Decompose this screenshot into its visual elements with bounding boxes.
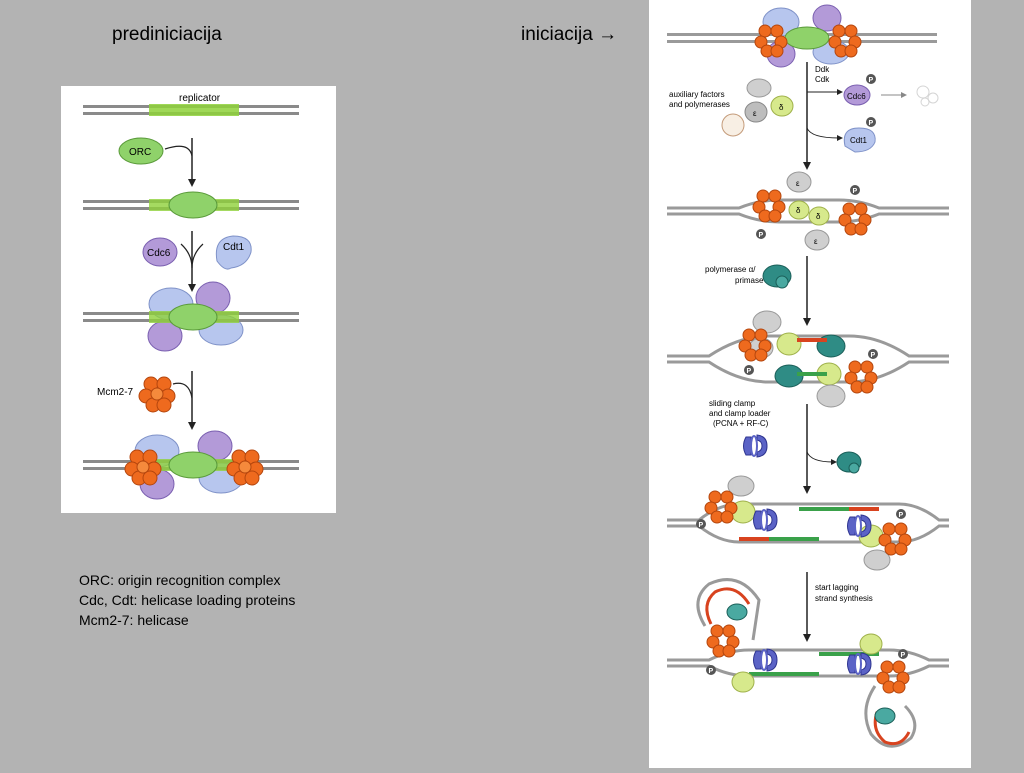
initiation-diagram: P Ddk Cdk auxiliary factors and polymera <box>667 4 949 748</box>
heading-prediniciacija: prediniciacija <box>112 24 222 45</box>
degraded-protein <box>916 85 939 107</box>
epsilon-label: ε <box>753 109 757 118</box>
licensed-origin <box>667 4 937 68</box>
legend-line-orc: ORC: origin recognition complex <box>79 572 281 588</box>
clamp-loaded-fork <box>667 475 949 571</box>
right-arrow-icon: → <box>598 24 618 45</box>
delta-label-2: δ <box>796 206 801 215</box>
step-arrow-2-head <box>188 284 196 292</box>
aux-label-2: and polymerases <box>669 100 730 109</box>
priming-bubble <box>667 310 949 408</box>
delta-label: δ <box>779 103 784 112</box>
init-arrow-1-head <box>803 162 811 170</box>
init-arrow-4-head <box>803 634 811 642</box>
phospho-cdc6: Cdc6 <box>843 74 876 106</box>
sliding-clamp <box>742 434 768 458</box>
pol-alpha-label-2: primase <box>735 276 764 285</box>
orc-label: ORC <box>129 147 151 158</box>
primase <box>762 264 792 289</box>
cdt1-protein: Cdt1 <box>215 235 252 270</box>
step-arrow-3-head <box>188 422 196 430</box>
preinitiation-diagram-panel: replicator ORC Cdc6 Cdt1 <box>61 86 336 513</box>
orc-bind-curve <box>164 145 193 157</box>
lagging-label-2: strand synthesis <box>815 594 873 603</box>
legend-line-mcm: Mcm2-7: helicase <box>79 612 189 628</box>
init-arrow-2-head <box>803 318 811 326</box>
cdt1-release-line <box>806 127 840 139</box>
orc-complex: ORC <box>118 137 164 165</box>
ddk-label: Ddk <box>815 65 830 74</box>
origin-unwinding: ε δ δ ε <box>667 171 949 251</box>
epsilon-label-2: ε <box>796 179 800 188</box>
heading-iniciacija-label: iniciacija <box>521 24 593 45</box>
step-arrow-1-head <box>188 179 196 187</box>
epsilon-label-3: ε <box>814 237 818 246</box>
primase-release-line <box>806 451 834 463</box>
dna-with-orc <box>83 191 299 219</box>
clamp-label-1: sliding clamp <box>709 399 756 408</box>
pol-alpha-label-1: polymerase α/ <box>705 265 756 274</box>
pre-replication-complex <box>83 430 299 500</box>
cdc6-release-head <box>837 89 843 95</box>
cdk-label: Cdk <box>815 75 830 84</box>
released-primase <box>836 451 862 474</box>
phospho-cdt1: Cdt1 <box>843 117 876 153</box>
clamp-label-3: (PCNA + RF-C) <box>713 419 769 428</box>
cdt1-label: Cdt1 <box>223 242 245 253</box>
degradation-head <box>901 92 907 98</box>
mcm-bind-curve <box>172 382 193 399</box>
cdc6-protein: Cdc6 <box>142 237 178 267</box>
clamp-label-2: and clamp loader <box>709 409 771 418</box>
mcm-label: Mcm2-7 <box>97 387 134 398</box>
legend-line-cdc: Cdc, Cdt: helicase loading proteins <box>79 592 296 608</box>
dna-replicator <box>83 104 299 116</box>
preinitiation-diagram: replicator ORC Cdc6 Cdt1 <box>83 93 299 500</box>
lagging-label-1: start lagging <box>815 583 859 592</box>
init-arrow-3-head <box>803 486 811 494</box>
cdt1-right-label: Cdt1 <box>850 136 867 145</box>
cdt1-release-head <box>837 135 843 141</box>
lagging-strand-fork <box>667 578 949 748</box>
replicator-label: replicator <box>179 93 221 104</box>
auxiliary-factors: ε δ <box>721 78 794 137</box>
heading-iniciacija: iniciacija → <box>521 24 617 46</box>
initiation-diagram-panel: P Ddk Cdk auxiliary factors and polymera <box>649 0 971 768</box>
aux-label-1: auxiliary factors <box>669 90 725 99</box>
delta-label-3: δ <box>816 212 821 221</box>
cdc6-label: Cdc6 <box>147 248 171 259</box>
dna-with-loading-factors <box>83 281 299 352</box>
primase-release-head <box>831 459 837 465</box>
mcm-helicase <box>138 376 176 413</box>
cdc6-right-label: Cdc6 <box>847 92 866 101</box>
legend: ORC: origin recognition complex Cdc, Cdt… <box>79 570 295 630</box>
